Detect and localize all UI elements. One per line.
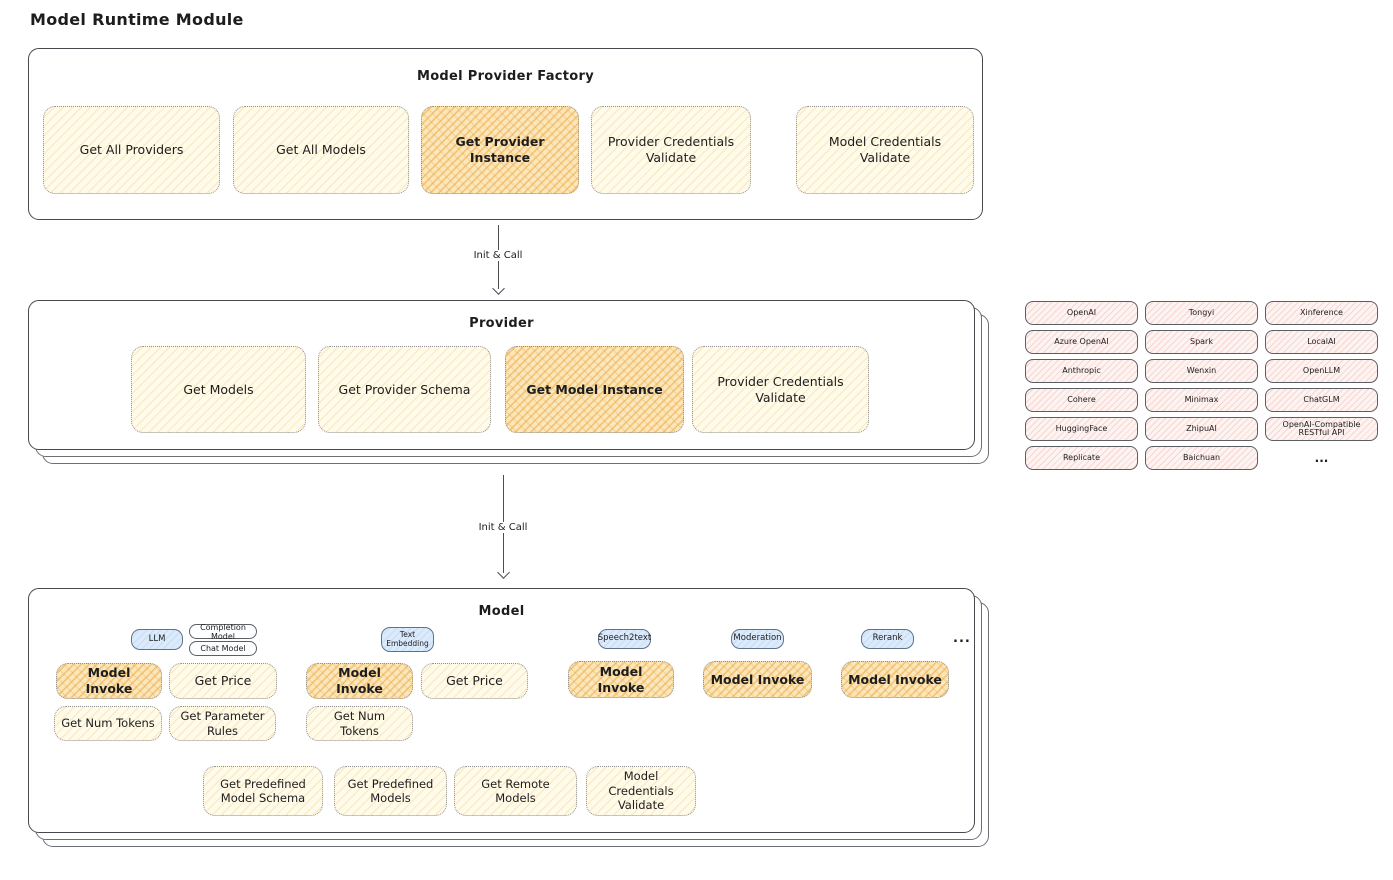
model-panel: Model LLM Completion Model Chat Model Te…: [28, 588, 975, 833]
tag-llm: LLM: [131, 629, 183, 650]
node-get-model-instance: Get Model Instance: [505, 346, 684, 433]
arrow-factory-to-provider-head: [492, 282, 505, 295]
node-get-remote-models: Get Remote Models: [454, 766, 577, 816]
node-model-credentials-validate: Model Credentials Validate: [796, 106, 974, 194]
tag-text-embedding: Text Embedding: [381, 627, 434, 652]
tag-completion-model: Completion Model: [189, 623, 257, 641]
node-get-provider-schema: Get Provider Schema: [318, 346, 491, 433]
vendor-chatglm: ChatGLM: [1265, 388, 1378, 412]
tag-speech2text: Speech2text: [598, 629, 651, 649]
arrow-provider-to-model-head: [497, 566, 510, 579]
node-model-credentials-validate-2: Model Credentials Validate: [586, 766, 696, 816]
arrow-label-init-call-2: Init & Call: [474, 522, 532, 533]
tag-rerank: Rerank: [861, 629, 914, 649]
node-get-all-models: Get All Models: [233, 106, 409, 194]
node-provider-credentials-validate-2: Provider Credentials Validate: [692, 346, 869, 433]
vendor-openai: OpenAI: [1025, 301, 1138, 325]
vendor-xinference: Xinference: [1265, 301, 1378, 325]
node-speech2text-model-invoke: Model Invoke: [568, 661, 674, 698]
node-get-predefined-models: Get Predefined Models: [334, 766, 447, 816]
vendor-minimax: Minimax: [1145, 388, 1258, 412]
node-llm-get-price: Get Price: [169, 663, 277, 699]
node-get-predefined-model-schema: Get Predefined Model Schema: [203, 766, 323, 816]
node-get-provider-instance: Get Provider Instance: [421, 106, 579, 194]
vendor-baichuan: Baichuan: [1145, 446, 1258, 470]
tags-more-ellipsis: ...: [953, 631, 971, 646]
tag-chat-model: Chat Model: [189, 641, 257, 656]
vendor-wenxin: Wenxin: [1145, 359, 1258, 383]
vendor-openai-compatible: OpenAI-Compatible RESTful API: [1265, 417, 1378, 441]
vendor-localai: LocalAI: [1265, 330, 1378, 354]
provider-title: Provider: [469, 316, 534, 331]
node-llm-get-num-tokens: Get Num Tokens: [54, 706, 162, 741]
vendor-replicate: Replicate: [1025, 446, 1138, 470]
vendor-tongyi: Tongyi: [1145, 301, 1258, 325]
vendor-huggingface: HuggingFace: [1025, 417, 1138, 441]
node-rerank-model-invoke: Model Invoke: [841, 661, 949, 698]
node-embedding-model-invoke: Model Invoke: [306, 663, 413, 699]
node-llm-model-invoke: Model Invoke: [56, 663, 162, 699]
arrow-label-init-call-1: Init & Call: [469, 250, 527, 261]
node-moderation-model-invoke: Model Invoke: [703, 661, 812, 698]
vendor-spark: Spark: [1145, 330, 1258, 354]
diagram-title: Model Runtime Module: [30, 10, 244, 29]
model-title: Model: [478, 604, 525, 619]
node-embedding-get-price: Get Price: [421, 663, 528, 699]
vendor-azure-openai: Azure OpenAI: [1025, 330, 1138, 354]
factory-title: Model Provider Factory: [416, 69, 595, 84]
vendor-cohere: Cohere: [1025, 388, 1138, 412]
vendor-anthropic: Anthropic: [1025, 359, 1138, 383]
vendor-zhipuai: ZhipuAI: [1145, 417, 1258, 441]
provider-panel: Provider Get Models Get Provider Schema …: [28, 300, 975, 450]
vendor-more-ellipsis: ...: [1314, 450, 1329, 465]
node-provider-credentials-validate: Provider Credentials Validate: [591, 106, 751, 194]
tag-moderation: Moderation: [731, 629, 784, 649]
node-get-all-providers: Get All Providers: [43, 106, 220, 194]
node-embedding-get-num-tokens: Get Num Tokens: [306, 706, 413, 741]
node-get-models: Get Models: [131, 346, 306, 433]
vendor-openllm: OpenLLM: [1265, 359, 1378, 383]
node-llm-get-parameter-rules: Get Parameter Rules: [169, 706, 276, 741]
vendor-grid: OpenAI Tongyi Xinference Azure OpenAI Sp…: [1025, 301, 1378, 470]
factory-panel: Model Provider Factory Get All Providers…: [28, 48, 983, 220]
